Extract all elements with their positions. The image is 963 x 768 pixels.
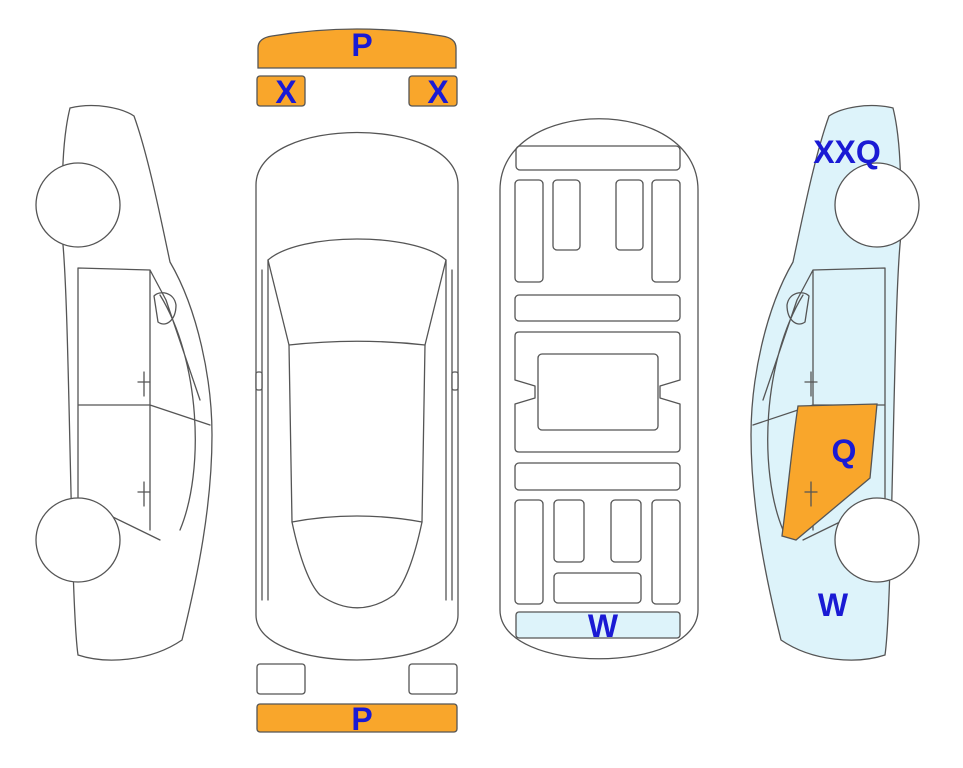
left-front-handle — [137, 371, 151, 397]
right-rear-door-code: Q — [832, 433, 857, 469]
left-front-wheel — [35, 162, 121, 248]
rear-window — [291, 521, 423, 609]
front-bumper-code: P — [351, 27, 372, 63]
headlight-right-code: X — [427, 74, 449, 110]
right-front-handle — [804, 371, 818, 397]
right-rear-handle — [804, 481, 818, 507]
trunk-floor-code: W — [588, 608, 619, 644]
top-mirror-right — [451, 371, 459, 391]
left-mirror — [153, 292, 177, 325]
right-mirror — [786, 292, 810, 325]
underbody-panel — [615, 179, 644, 251]
left-rear-wheel — [35, 497, 121, 583]
top-side-sills — [261, 259, 453, 601]
right-rear-quarter-code: W — [818, 587, 849, 623]
left-rear-handle — [137, 481, 151, 507]
underbody-center-panel — [537, 353, 659, 431]
underbody-panel — [610, 499, 642, 563]
trunk-floor-part — [515, 611, 681, 639]
taillight-right-part — [408, 663, 458, 695]
underbody-panel — [514, 294, 681, 322]
rear-bumper-part — [256, 703, 458, 733]
underbody-panel — [651, 179, 681, 283]
underbody-panel — [514, 462, 681, 491]
taillight-left-part — [256, 663, 306, 695]
right-front-fender-code: XXQ — [813, 134, 881, 170]
underbody-view — [499, 118, 699, 660]
headlight-left-code: X — [275, 74, 297, 110]
headlight-left-part — [256, 75, 306, 107]
headlight-right-part — [408, 75, 458, 107]
top-mirror-left — [255, 371, 263, 391]
underbody-outline — [499, 118, 699, 660]
roof-lines — [288, 344, 426, 523]
underbody-panel — [514, 499, 544, 605]
underbody-panel — [553, 572, 642, 604]
rear-bumper-code: P — [351, 701, 372, 737]
right-rear-door-part — [781, 403, 878, 541]
underbody-center-frame — [514, 331, 681, 453]
underbody-panel — [553, 499, 585, 563]
left-side-view — [35, 104, 213, 661]
underbody-panel — [651, 499, 681, 605]
underbody-panel — [514, 179, 544, 283]
right-rear-wheel — [834, 497, 920, 583]
top-view — [255, 28, 459, 733]
underbody-panel — [552, 179, 581, 251]
front-bumper-part — [257, 28, 457, 69]
underbody-panel-front — [515, 145, 681, 171]
top-body-outline — [255, 131, 459, 661]
right-side-view — [750, 104, 920, 661]
right-front-wheel — [834, 162, 920, 248]
